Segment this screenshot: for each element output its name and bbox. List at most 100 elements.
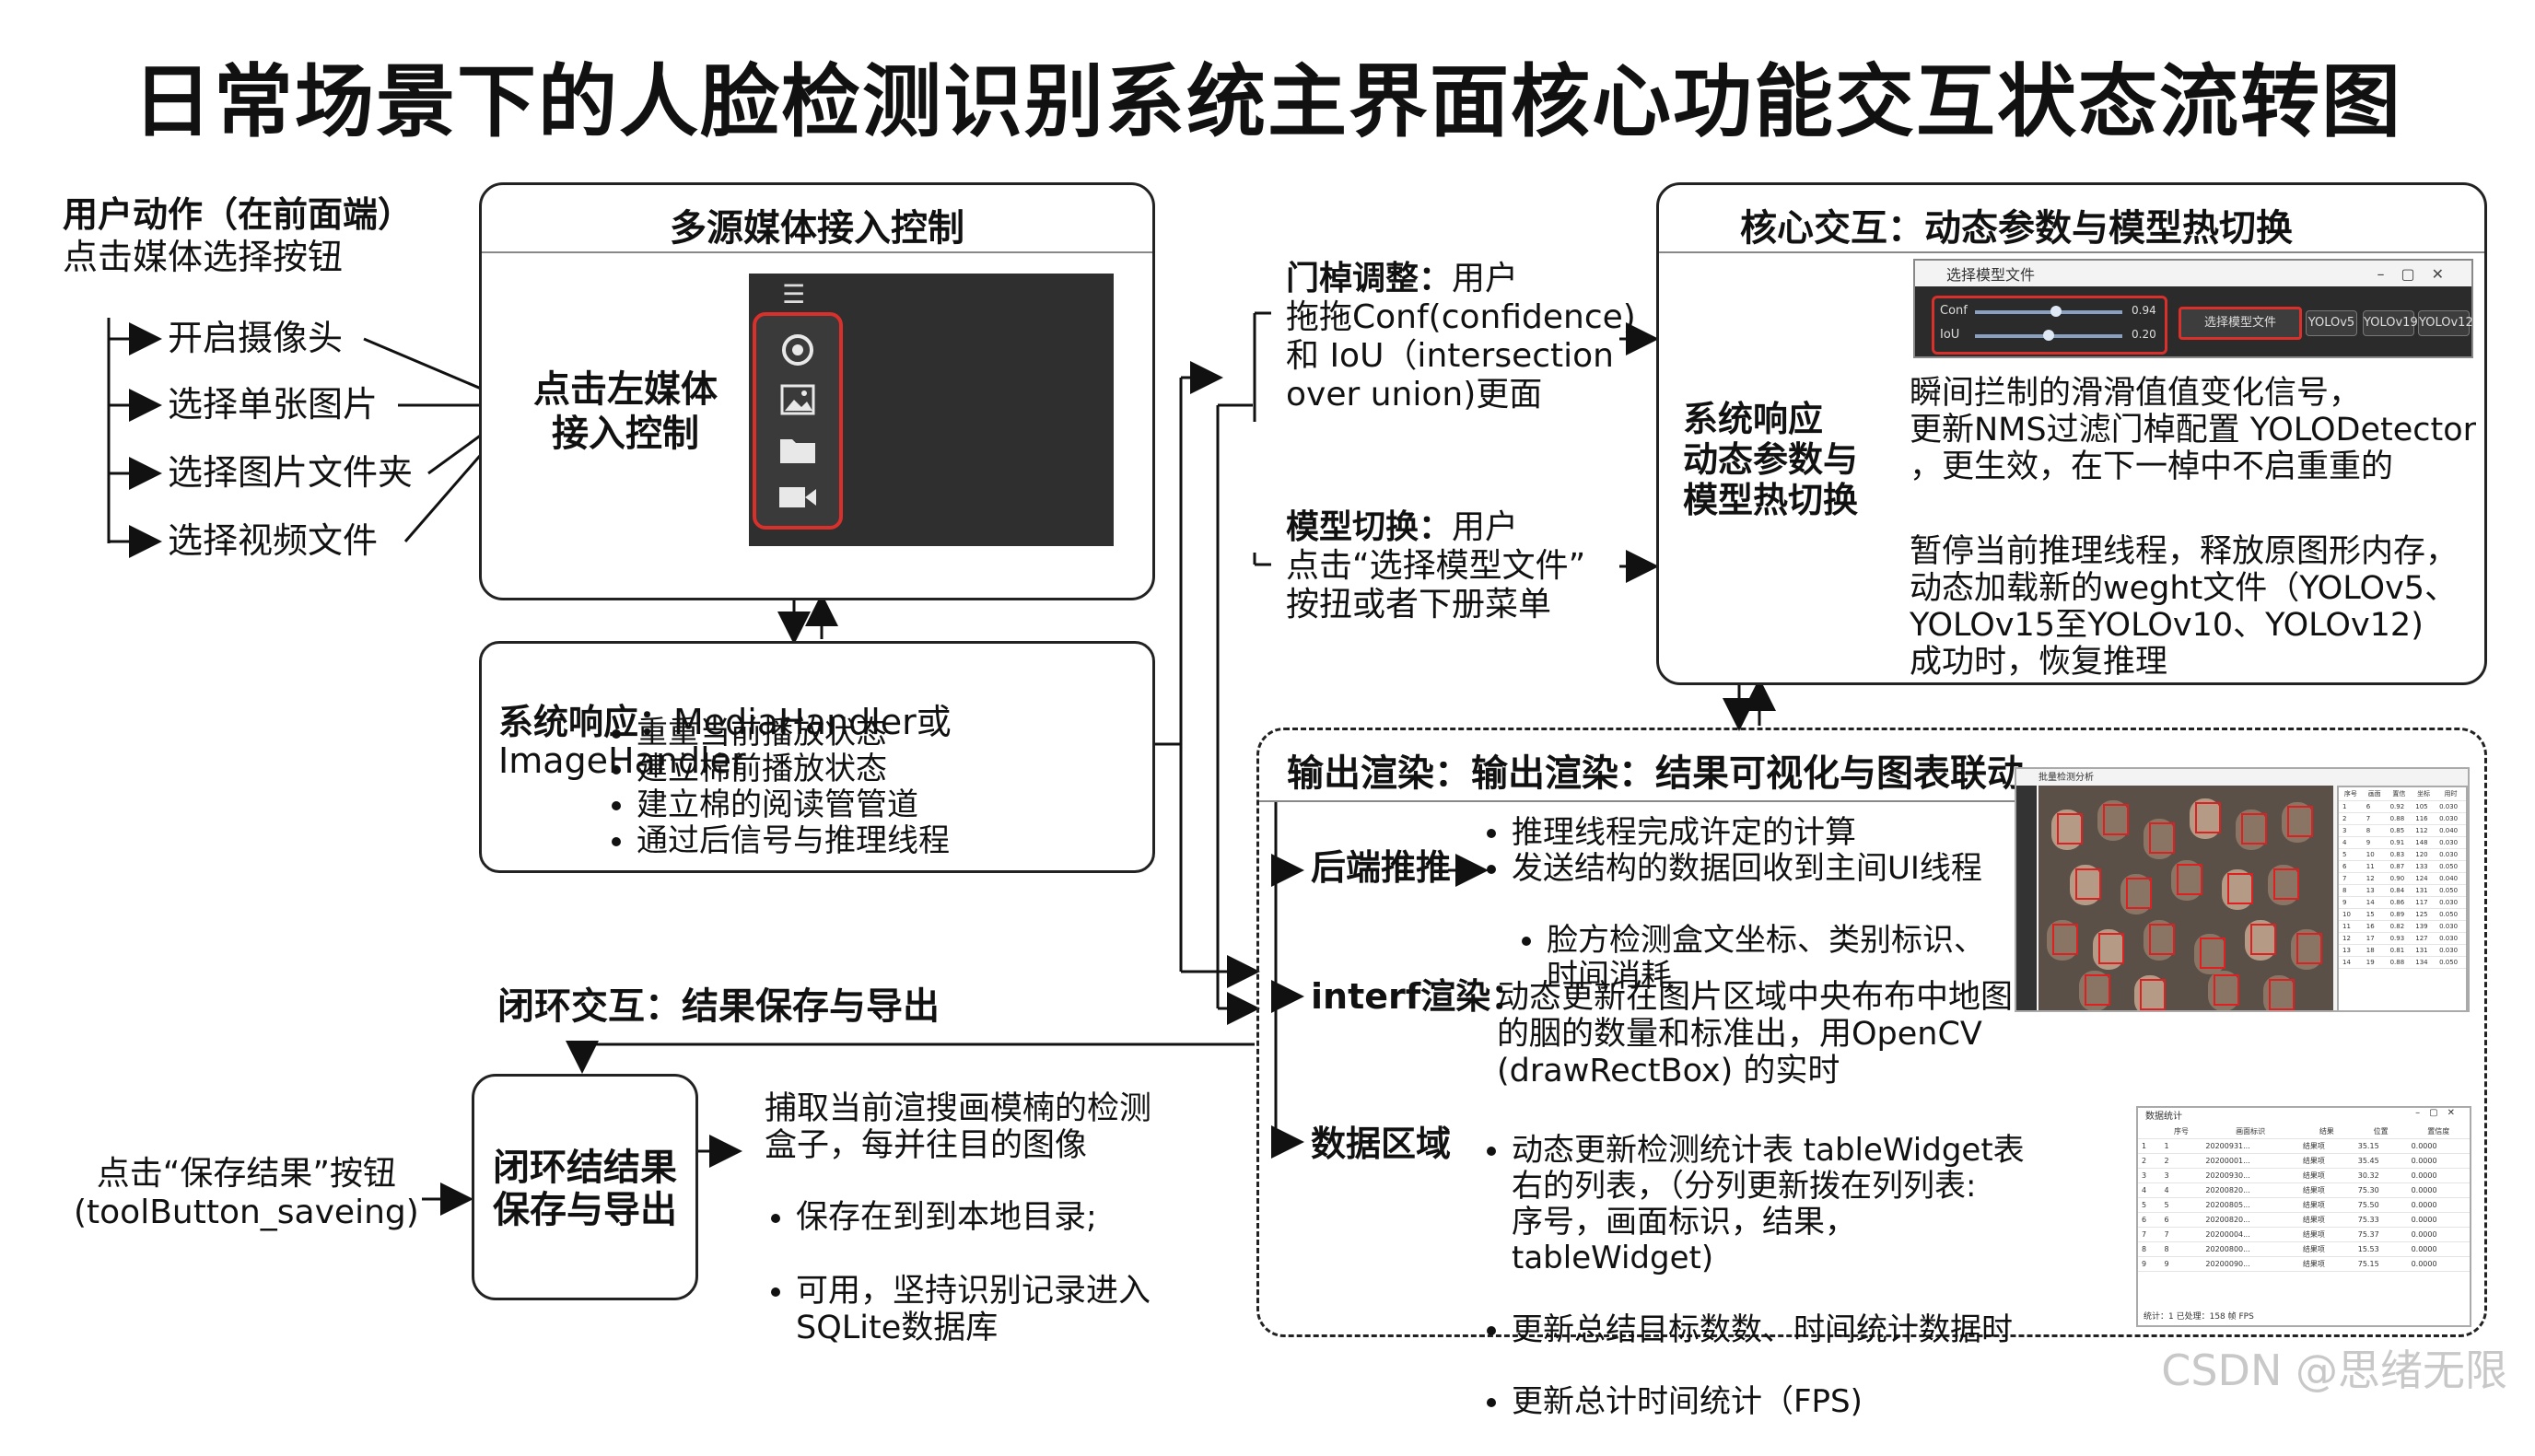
table-cell: 结果项 — [2299, 1198, 2354, 1213]
table-cell: 0.0000 — [2408, 1228, 2470, 1242]
face-detection-box — [2052, 924, 2078, 955]
image-icon[interactable] — [773, 375, 823, 425]
core-response-label: 系统响应 动态参数与 模型热切换 — [1683, 399, 1858, 520]
table-cell: 13 — [2363, 885, 2387, 897]
table-cell: 75.37 — [2354, 1228, 2408, 1242]
table-cell: 5 — [2138, 1198, 2161, 1213]
list-item: 建立棉的阅读管管道 — [637, 787, 950, 823]
table-cell: 4 — [2161, 1183, 2202, 1198]
table-cell: 148 — [2412, 837, 2436, 849]
table-cell: 75.33 — [2354, 1213, 2408, 1228]
table-header-cell: 画面 — [2363, 787, 2387, 801]
table-cell: 结果项 — [2299, 1183, 2354, 1198]
table-cell: 0.86 — [2387, 897, 2412, 909]
iou-slider-handle[interactable] — [2043, 330, 2054, 341]
data-window-controls[interactable]: –▢✕ — [2415, 1108, 2470, 1124]
window-controls[interactable]: –▢✕ — [2377, 265, 2471, 283]
folder-icon[interactable] — [773, 425, 823, 474]
list-item: 建立棉前播放状态 — [637, 751, 950, 787]
menu-icon[interactable]: ☰ — [782, 279, 805, 309]
iou-slider[interactable] — [1975, 334, 2122, 338]
table-header-row: 序号画面置信坐标用时 — [2339, 787, 2466, 801]
table-cell: 14 — [2363, 897, 2387, 909]
camera-icon[interactable] — [773, 325, 823, 375]
table-cell: 0.0000 — [2408, 1198, 2470, 1213]
table-header-cell: 位置 — [2354, 1124, 2408, 1139]
face-detection-box — [2214, 974, 2239, 1006]
crowd-detection-image — [2039, 786, 2333, 1010]
table-cell: 2 — [2138, 1154, 2161, 1169]
face-detection-box — [2287, 806, 2313, 837]
table-cell: 133 — [2412, 861, 2436, 873]
table-cell: 12 — [2363, 873, 2387, 885]
slider-group: Conf 0.94 IoU 0.20 — [1932, 296, 2167, 355]
face-detection-box — [2200, 938, 2225, 969]
video-icon[interactable] — [773, 472, 823, 522]
face-detection-box — [2126, 878, 2152, 909]
table-cell: 18 — [2363, 945, 2387, 957]
user-action-video-file: 选择视频文件 — [168, 521, 378, 560]
crowd-result-table: 序号画面置信坐标用时160.921050.030270.881160.03038… — [2337, 786, 2468, 1012]
threshold-adjust-label: 门棹调整： — [1286, 260, 1452, 297]
select-model-button[interactable]: 选择模型文件 — [2179, 307, 2302, 340]
backend-label: 后端推推 — [1311, 848, 1451, 887]
table-cell: 6 — [2138, 1213, 2161, 1228]
csdn-watermark: CSDN @思绪无限 — [2161, 1337, 2507, 1398]
table-cell: 75.15 — [2354, 1257, 2408, 1272]
media-control-box: 多源媒体接入控制 点击左媒体 接入控制 ☰ — [479, 182, 1155, 600]
table-cell: 结果项 — [2299, 1257, 2354, 1272]
table-cell: 0.030 — [2436, 945, 2466, 957]
conf-slider-handle[interactable] — [2050, 306, 2062, 317]
table-header-cell: 坐标 — [2412, 787, 2436, 801]
table-cell: 0.030 — [2436, 801, 2466, 813]
conf-value: 0.94 — [2132, 304, 2156, 317]
table-cell: 4 — [2339, 837, 2363, 849]
closed-loop-list: 保存在到到本地目录; 可用，坚持识别记录进入 SQLite数据库 — [759, 1162, 1151, 1383]
table-cell: 6 — [2161, 1213, 2202, 1228]
data-area-list: 动态更新检测统计表 tableWidget表 右的列表，（分列更新拨在列列表: … — [1475, 1097, 2027, 1456]
table-header-cell: 结果 — [2299, 1124, 2354, 1139]
table-cell: 16 — [2363, 921, 2387, 933]
list-item: 推理线程完成许定的计算 — [1512, 815, 1982, 851]
table-cell: 0.0000 — [2408, 1257, 2470, 1272]
table-header-cell: 序号 — [2339, 787, 2363, 801]
iou-label: IoU — [1940, 328, 1959, 342]
table-cell: 0.030 — [2436, 921, 2466, 933]
face-detection-box — [2250, 924, 2276, 955]
data-window-footer: 统计：1 已处理：158 帧 FPS — [2144, 1310, 2254, 1322]
model-yolov5-button[interactable]: YOLOv5 — [2306, 310, 2357, 336]
table-cell: 3 — [2339, 825, 2363, 837]
model-window-titlebar: 选择模型文件 –▢✕ — [1915, 261, 2471, 286]
media-button-column — [753, 312, 843, 530]
conf-slider[interactable] — [1975, 310, 2122, 314]
table-cell: 8 — [2138, 1242, 2161, 1257]
table-cell: 75.30 — [2354, 1183, 2408, 1198]
table-cell: 9 — [2363, 837, 2387, 849]
closed-loop-desc: 捕取当前渲搜画模楠的检测 盒子，每并往目的图像 — [765, 1090, 1151, 1164]
model-yolov19-button[interactable]: YOLOv19 — [2363, 310, 2414, 336]
model-yolov12-button[interactable]: YOLOv12 — [2418, 310, 2470, 336]
